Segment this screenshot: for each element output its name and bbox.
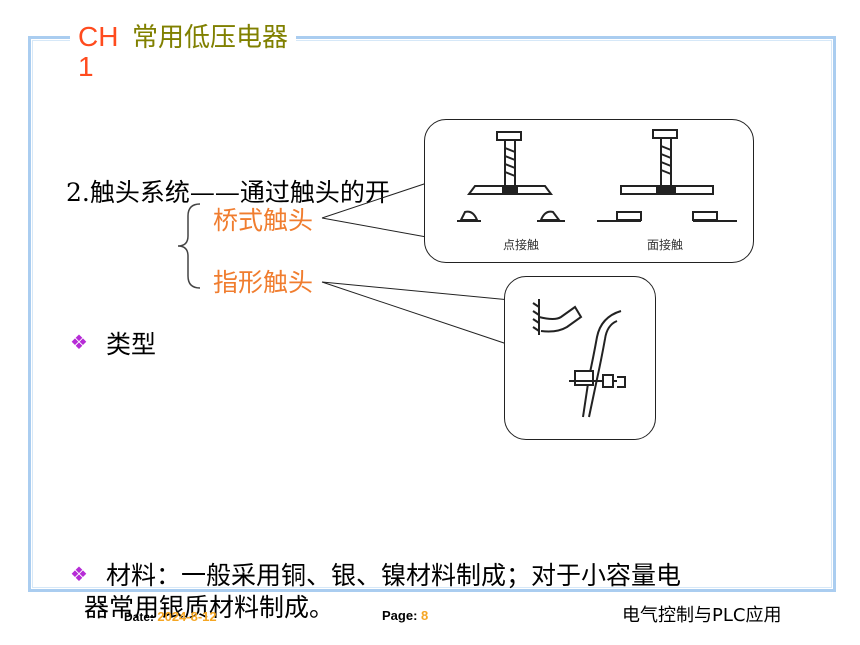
bullet-material-line2: 器常用银质材料制成。 [84,593,335,622]
section-heading: 2.触头系统——通过触头的开 [66,178,390,207]
finger-contact-label: 指形触头 [213,268,314,297]
slide-title: CH 1 常用低压电器 [70,21,297,82]
surface-contact-label: 面接触 [647,238,684,252]
bridge-contact-label: 桥式触头 [213,206,314,235]
bridge-contact-figure: 点接触 面接触 [424,119,754,263]
chapter-title: 常用低压电器 [132,23,289,53]
footer-date: Date: 2024-8-12 [124,609,217,624]
point-contact-drawing [457,131,565,222]
brace [177,203,201,289]
bridge-contact-drawing [457,129,737,222]
footer-page: Page: 8 [382,608,428,623]
date-value: 2024-8-12 [157,609,217,624]
chapter-number: CH 1 [78,21,119,82]
finger-contact-drawing [532,299,626,418]
slide-frame [28,36,836,592]
date-label: Date: [124,610,155,624]
bullet-icon-material: ❖ [70,562,88,586]
page-label: Page: [382,608,418,623]
bullet-types-text: 类型 [106,330,157,359]
bullet-icon-types: ❖ [70,330,88,354]
surface-contact-drawing [597,129,737,222]
finger-contact-figure [504,276,656,440]
page-number: 8 [421,608,429,623]
slide-frame-inner [32,40,832,588]
bullet-material-line1: 材料：一般采用铜、银、镍材料制成；对于小容量电 [106,561,682,590]
point-contact-label: 点接触 [503,238,540,252]
footer-course: 电气控制与PLC应用 [622,605,782,626]
